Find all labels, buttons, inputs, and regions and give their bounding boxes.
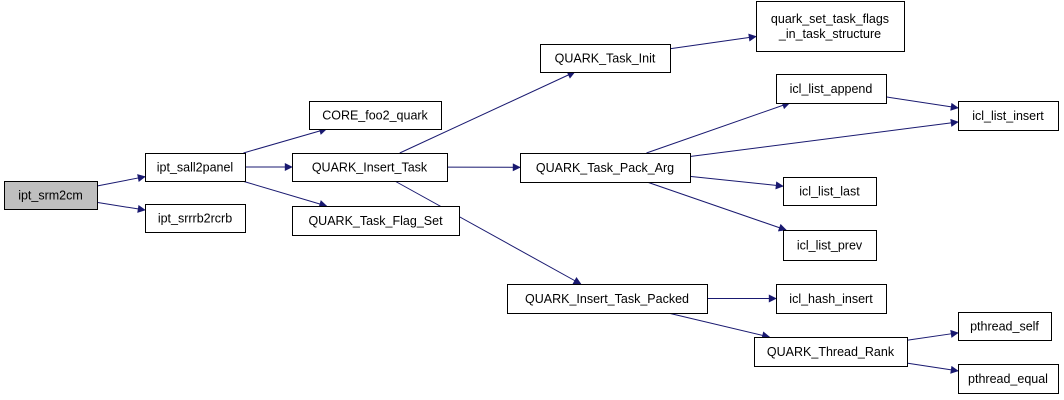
node-box	[4, 181, 98, 210]
node-label: QUARK_Insert_Task	[312, 161, 428, 175]
node-label: icl_list_prev	[797, 239, 863, 253]
node-label: icl_list_append	[790, 82, 873, 96]
node-box	[783, 177, 877, 206]
edge-quark_task_pack_arg-to-icl_list_insert	[689, 118, 959, 158]
node-label: icl_hash_insert	[789, 292, 873, 306]
node-quark-task-pack-arg[interactable]: QUARK_Task_Pack_Arg	[520, 153, 691, 183]
edges-layer	[96, 33, 959, 374]
nodes-layer: ipt_srm2cm ipt_sall2panel ipt_srrrb2rcrb CO…	[4, 1, 1059, 394]
node-label: QUARK_Task_Init	[555, 52, 656, 66]
node-icl-list-prev[interactable]: icl_list_prev	[783, 230, 877, 261]
node-label: QUARK_Thread_Rank	[767, 345, 895, 359]
node-box	[540, 44, 671, 73]
node-ipt-srm2cm[interactable]: ipt_srm2cm	[4, 181, 98, 210]
edge-quark_insert_task_packed-to-quark_thread_rank	[668, 312, 771, 340]
node-pthread-equal[interactable]: pthread_equal	[958, 364, 1059, 394]
node-label: ipt_srrrb2rcrb	[158, 212, 232, 226]
node-label: icl_list_last	[799, 185, 860, 199]
edge-quark_task_pack_arg-to-icl_list_last	[689, 175, 784, 190]
node-label: icl_list_insert	[972, 109, 1044, 123]
node-box	[507, 284, 708, 314]
node-ipt-sall2panel[interactable]: ipt_sall2panel	[145, 153, 246, 182]
node-label: pthread_equal	[968, 372, 1048, 386]
node-label: ipt_sall2panel	[157, 161, 233, 175]
node-label: pthread_self	[970, 320, 1039, 334]
node-box	[145, 153, 246, 182]
node-quark-task-flag-set[interactable]: QUARK_Task_Flag_Set	[292, 206, 460, 236]
edge-quark_thread_rank-to-pthread_equal	[906, 362, 959, 374]
node-label: _in_task_structure	[778, 27, 881, 41]
edge-quark_task_pack_arg-to-icl_list_append	[646, 101, 791, 154]
node-box	[309, 101, 442, 130]
node-box	[756, 1, 905, 52]
node-box	[754, 337, 908, 367]
edge-quark_insert_task-to-quark_task_init	[399, 71, 576, 154]
node-box	[776, 74, 887, 104]
node-box	[958, 312, 1052, 341]
edge-ipt_sall2panel-to-core_foo2_quark	[243, 127, 328, 154]
node-box	[145, 204, 246, 233]
edge-quark_thread_rank-to-pthread_self	[906, 329, 959, 341]
node-ipt-srrrb2rcrb[interactable]: ipt_srrrb2rcrb	[145, 204, 246, 233]
node-label: QUARK_Insert_Task_Packed	[525, 292, 689, 306]
node-quark-insert-task-packed[interactable]: QUARK_Insert_Task_Packed	[507, 284, 708, 314]
node-quark-task-init[interactable]: QUARK_Task_Init	[540, 44, 671, 73]
node-label: QUARK_Task_Pack_Arg	[536, 161, 674, 175]
node-icl-list-last[interactable]: icl_list_last	[783, 177, 877, 206]
edge-quark_task_pack_arg-to-icl_list_prev	[646, 181, 787, 232]
node-label: quark_set_task_flags	[771, 12, 889, 26]
edge-ipt_srm2cm-to-ipt_sall2panel	[96, 174, 146, 187]
node-quark-set-task-flags[interactable]: quark_set_task_flags_in_task_structure	[756, 1, 905, 52]
edge-ipt_sall2panel-to-quark_task_flag_set	[242, 180, 328, 208]
edge-quark_task_init-to-quark_set_task_flags	[669, 33, 757, 50]
node-icl-list-append[interactable]: icl_list_append	[776, 74, 887, 104]
node-label: ipt_srm2cm	[18, 189, 83, 203]
node-box	[520, 153, 691, 183]
node-icl-hash-insert[interactable]: icl_hash_insert	[776, 284, 887, 314]
node-box	[776, 284, 887, 314]
node-label: QUARK_Task_Flag_Set	[308, 214, 443, 228]
node-box	[958, 101, 1059, 131]
node-pthread-self[interactable]: pthread_self	[958, 312, 1052, 341]
edge-quark_insert_task-to-quark_insert_task_packed	[394, 180, 582, 285]
edge-icl_list_append-to-icl_list_insert	[885, 96, 959, 111]
node-box	[292, 153, 448, 182]
edge-ipt_srm2cm-to-ipt_srrrb2rcrb	[96, 201, 146, 213]
node-icl-list-insert[interactable]: icl_list_insert	[958, 101, 1059, 131]
node-box	[958, 364, 1059, 394]
node-quark-thread-rank[interactable]: QUARK_Thread_Rank	[754, 337, 908, 367]
node-box	[783, 230, 877, 261]
node-label: CORE_foo2_quark	[322, 109, 428, 123]
node-core-foo2-quark[interactable]: CORE_foo2_quark	[309, 101, 442, 130]
node-quark-insert-task[interactable]: QUARK_Insert_Task	[292, 153, 448, 182]
node-box	[292, 206, 460, 236]
